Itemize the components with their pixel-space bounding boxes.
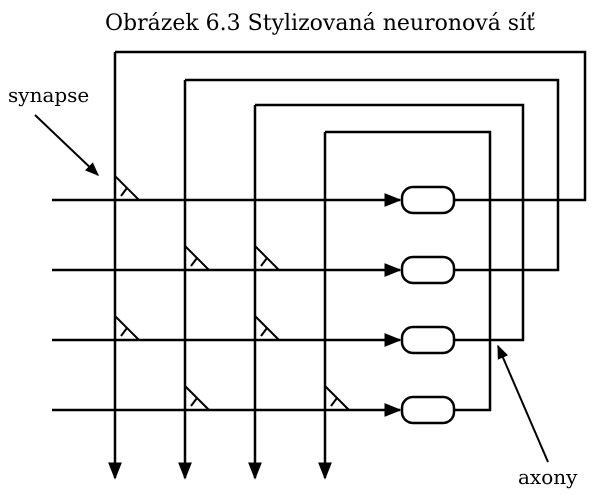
neuron-3 xyxy=(400,325,456,355)
synapse-tick xyxy=(190,397,198,407)
axon-loop-1 xyxy=(115,50,587,202)
neuron-bodies xyxy=(400,185,456,425)
axon-feedback-loops xyxy=(115,50,587,412)
output-columns xyxy=(108,52,332,480)
synapse-r3-c1 xyxy=(114,315,140,341)
synapse-r1-c1 xyxy=(114,175,140,201)
axon-loop-2 xyxy=(185,78,560,272)
input-lines xyxy=(52,193,402,417)
synapse-tick xyxy=(260,327,268,337)
synapse-label: synapse xyxy=(8,83,89,107)
synapse-r4-c4 xyxy=(324,385,350,411)
synapse-r2-c2 xyxy=(184,245,210,271)
synapse-tick xyxy=(190,257,198,267)
neuron-4 xyxy=(400,395,456,425)
synapse-tick xyxy=(120,327,128,337)
synapse-tick xyxy=(120,187,128,197)
axony-label: axony xyxy=(518,465,578,489)
axon-loop-4 xyxy=(325,130,492,412)
neuron-2 xyxy=(400,255,456,285)
synapse-tick xyxy=(260,257,268,267)
synapse-r3-c3 xyxy=(254,315,280,341)
synapse-r4-c2 xyxy=(184,385,210,411)
figure-title: Obrázek 6.3 Stylizovaná neuronová síť xyxy=(105,11,535,36)
neuron-1 xyxy=(400,185,456,215)
axony-pointer-arrow xyxy=(497,344,549,463)
synapse-r2-c3 xyxy=(254,245,280,271)
synapse-tick xyxy=(330,397,338,407)
synapse-pointer-arrow xyxy=(34,114,100,176)
axon-loop-3 xyxy=(255,103,525,342)
synapse-marks xyxy=(114,175,350,411)
